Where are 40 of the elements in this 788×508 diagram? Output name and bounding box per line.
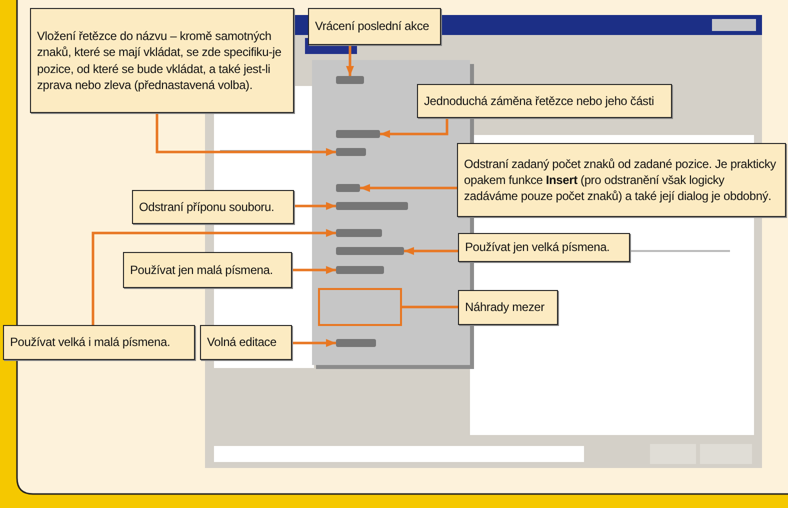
menu-item-bar bbox=[336, 148, 366, 156]
menu-item-bar bbox=[336, 339, 376, 347]
callout-box bbox=[200, 325, 292, 360]
callout-text: Používat jen velká písmena. bbox=[465, 239, 610, 256]
callout-text: Odstraní zadaný počet znaků od zadané pozice. Je prakticky opakem funkce Insert (pro odstranění však logicky zadáváme pouze počet znaků) a také její dialog je obdobný. bbox=[464, 156, 777, 204]
callout-box bbox=[308, 8, 441, 45]
connector-line bbox=[292, 339, 336, 347]
highlight-frame bbox=[318, 288, 402, 326]
connector-line bbox=[360, 184, 457, 192]
connector-line bbox=[294, 202, 336, 210]
connector-line bbox=[92, 229, 336, 325]
callout-box bbox=[417, 84, 672, 118]
menu-item-bar bbox=[336, 130, 380, 138]
connector-line bbox=[402, 306, 458, 308]
menu-item-bar bbox=[336, 76, 364, 84]
connector-line bbox=[404, 247, 458, 255]
menu-item-bar bbox=[336, 266, 384, 274]
callout-box bbox=[30, 8, 294, 113]
callout-text: Vložení řetězce do názvu – kromě samotných znaků, které se mají vkládat, se zde specifiku-je pozice, od které se bude vkládat, a také jest-li zprava nebo zleva (přednastavená volba). bbox=[37, 28, 282, 93]
callout-text: Volná editace bbox=[207, 334, 276, 351]
callout-box bbox=[458, 233, 630, 262]
connector-line bbox=[346, 45, 354, 76]
connector-line bbox=[156, 113, 336, 156]
menu-item-bar bbox=[336, 247, 404, 255]
callout-text: Jednoduchá záměna řetězce nebo jeho části bbox=[424, 92, 654, 110]
callout-text: Vrácení poslední akce bbox=[315, 18, 430, 35]
callout-box bbox=[458, 290, 558, 325]
callout-text: Používat velká i malá písmena. bbox=[10, 334, 170, 351]
callout-text: Používat jen malá písmena. bbox=[130, 262, 273, 278]
menu-item-bar bbox=[336, 202, 408, 210]
callout-box bbox=[123, 252, 292, 288]
callout-box bbox=[457, 143, 786, 217]
callout-box bbox=[132, 190, 294, 224]
menu-item-bar bbox=[336, 184, 360, 192]
connector-line bbox=[380, 118, 448, 138]
callout-text: Náhrady mezer bbox=[465, 299, 544, 316]
callout-box bbox=[3, 325, 195, 360]
callout-text: Odstraní příponu souboru. bbox=[139, 198, 274, 216]
connector-line bbox=[292, 266, 336, 274]
menu-item-bar bbox=[336, 229, 382, 237]
